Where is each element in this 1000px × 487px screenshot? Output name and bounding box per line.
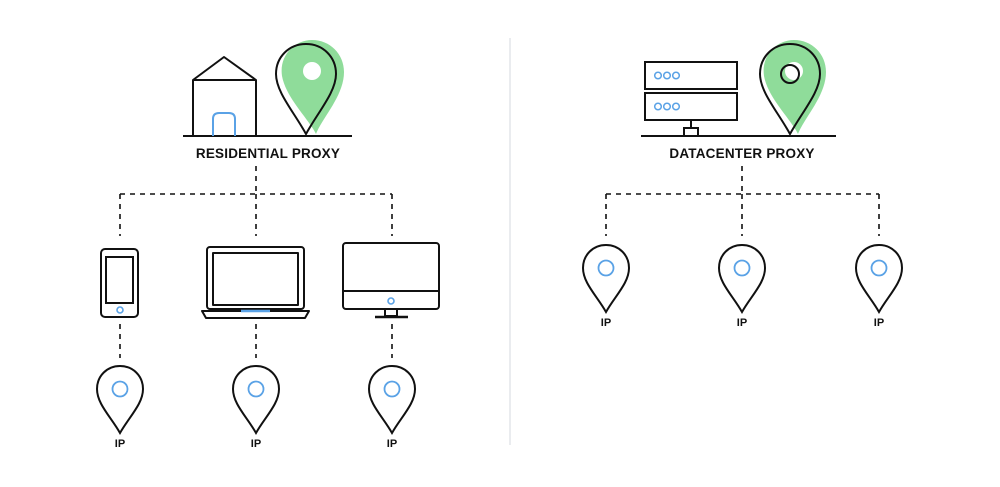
location-pin-icon bbox=[758, 40, 826, 137]
smartphone-icon bbox=[100, 248, 139, 318]
ip-label: IP bbox=[874, 317, 884, 329]
server-rack-icon bbox=[644, 61, 738, 137]
laptop-icon bbox=[201, 246, 310, 319]
ip-pin-icon bbox=[854, 243, 904, 315]
ip-pin-icon bbox=[367, 364, 417, 436]
ip-pin-icon bbox=[581, 243, 631, 315]
residential-proxy-section: RESIDENTIAL PROXY bbox=[95, 40, 440, 450]
ip-pin-icon bbox=[231, 364, 281, 436]
residential-title: RESIDENTIAL PROXY bbox=[196, 146, 340, 161]
datacenter-proxy-section: DATACENTER PROXY IP IP IP bbox=[581, 40, 904, 329]
ip-label: IP bbox=[251, 438, 261, 450]
datacenter-connector-lines bbox=[605, 166, 880, 236]
ip-label: IP bbox=[387, 438, 397, 450]
datacenter-title: DATACENTER PROXY bbox=[669, 146, 814, 161]
ip-pin-icon bbox=[95, 364, 145, 436]
ip-pin-icon bbox=[717, 243, 767, 315]
residential-connector-lines bbox=[119, 166, 393, 358]
ip-label: IP bbox=[737, 317, 747, 329]
ip-label: IP bbox=[115, 438, 125, 450]
ip-label: IP bbox=[601, 317, 611, 329]
desktop-monitor-icon bbox=[342, 242, 440, 319]
location-pin-icon bbox=[274, 40, 344, 137]
house-icon bbox=[192, 56, 257, 137]
